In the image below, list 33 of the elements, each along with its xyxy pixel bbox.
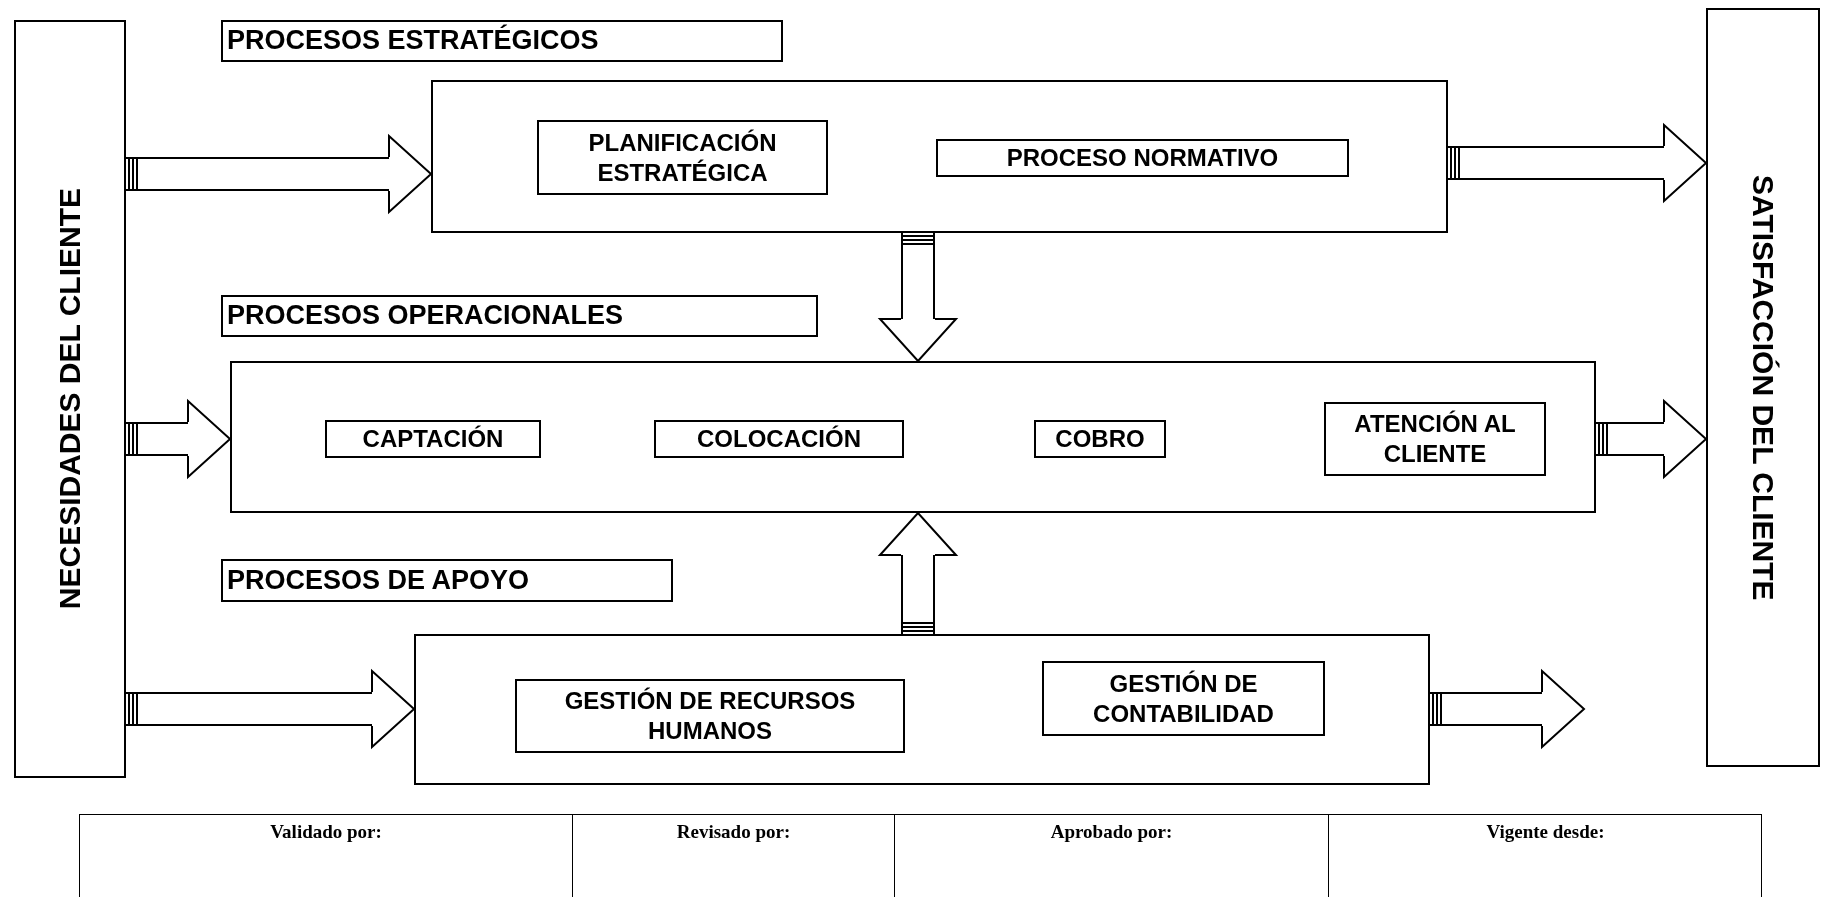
node-text: GESTIÓN DE RECURSOS HUMANOS bbox=[563, 686, 857, 746]
table-header: Aprobado por: bbox=[1049, 820, 1174, 844]
side-column-box bbox=[1706, 8, 1820, 767]
process-box bbox=[537, 120, 828, 195]
node-text: SATISFACCIÓN DEL CLIENTE bbox=[1748, 174, 1778, 601]
node-text: CAPTACIÓN bbox=[361, 424, 505, 454]
process-box bbox=[1324, 402, 1546, 476]
node-text: NECESIDADES DEL CLIENTE bbox=[55, 188, 85, 610]
table-header: Revisado por: bbox=[675, 820, 792, 844]
table-header: Validado por: bbox=[269, 820, 383, 844]
node-text: PROCESOS ESTRATÉGICOS bbox=[226, 24, 600, 58]
process-box bbox=[1042, 661, 1325, 736]
node-text: PROCESOS OPERACIONALES bbox=[226, 299, 625, 333]
process-box bbox=[325, 420, 541, 458]
node-text: PROCESO NORMATIVO bbox=[1005, 143, 1280, 173]
node-text: PLANIFICACIÓN ESTRATÉGICA bbox=[587, 127, 778, 188]
section-heading-box bbox=[221, 20, 783, 62]
table-header: Vigente desde: bbox=[1485, 820, 1606, 844]
group-box bbox=[414, 634, 1430, 785]
process-box bbox=[1034, 420, 1166, 458]
node-text: ATENCIÓN AL CLIENTE bbox=[1353, 409, 1517, 469]
process-box bbox=[654, 420, 904, 458]
node-text: COLOCACIÓN bbox=[696, 424, 862, 454]
side-column-box bbox=[14, 20, 126, 778]
group-box bbox=[230, 361, 1596, 513]
group-box bbox=[431, 80, 1448, 233]
node-text: PROCESOS DE APOYO bbox=[226, 563, 531, 597]
section-heading-box bbox=[221, 559, 673, 602]
node-text: GESTIÓN DE CONTABILIDAD bbox=[1092, 668, 1275, 729]
process-box bbox=[515, 679, 905, 753]
section-heading-box bbox=[221, 295, 818, 337]
node-text: COBRO bbox=[1054, 424, 1146, 454]
process-box bbox=[936, 139, 1349, 177]
